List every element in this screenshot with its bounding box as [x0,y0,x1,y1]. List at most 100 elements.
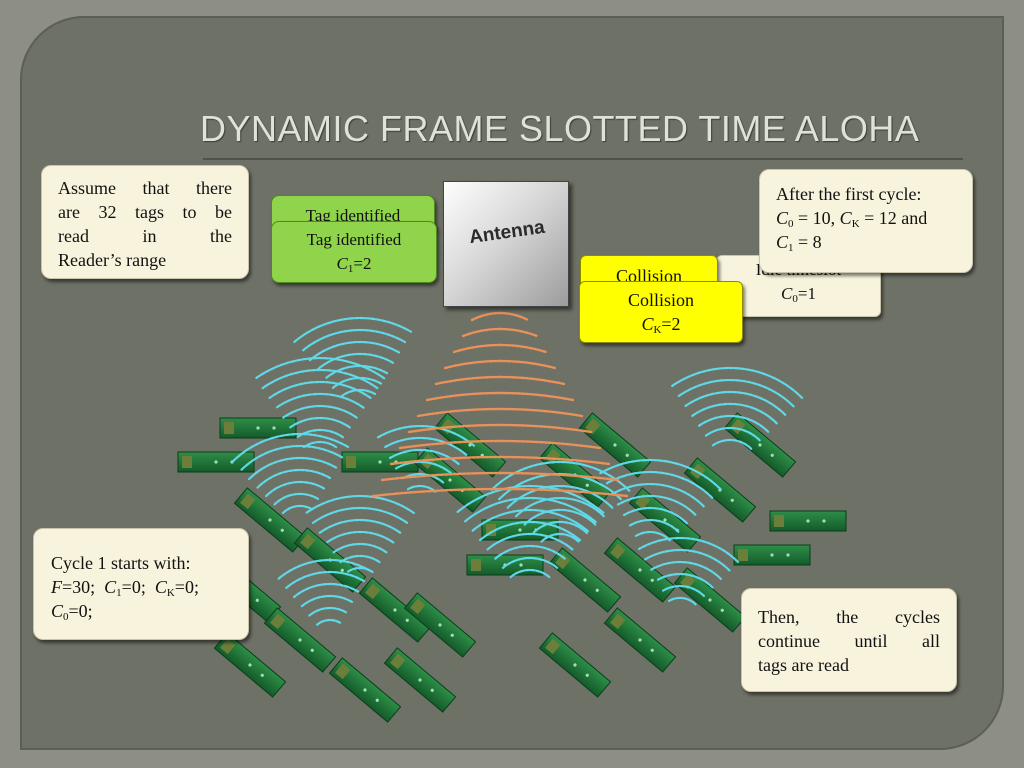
signal-wave-arc [273,492,320,506]
signal-wave-arc [598,458,722,491]
assume-line-3: read in the [58,226,232,246]
signal-wave-arc [501,556,559,569]
rfid-tag [403,592,477,658]
signal-wave-arc [697,414,770,433]
cycle1-heading: Cycle 1 starts with: [51,553,191,573]
signal-wave-arc [655,572,714,589]
signal-wave-arc [628,518,680,533]
signal-wave-arc [711,438,753,450]
tag-identified-back-label: Tag identified [305,206,401,225]
signal-wave-arc [704,426,761,442]
idle-timeslot-count: C0=1 [781,284,816,305]
signal-wave-arc [649,560,723,581]
collision-label: Collision [627,290,694,310]
signal-wave-arc [677,378,795,408]
signal-wave-arc [308,340,401,362]
signal-wave-arc [540,532,580,543]
rfid-tag [673,567,747,633]
signal-wave-arc [281,504,314,515]
rfid-tag [383,647,457,713]
signal-wave-arc [486,532,574,551]
antenna-wave-arc [470,311,530,322]
signal-wave-arc [376,424,476,447]
signal-wave-arc [515,497,605,518]
antenna-wave-arc [461,327,539,338]
tag-identified-label: Tag identified [306,230,402,249]
antenna-wave-arc [443,359,557,370]
title-divider [203,158,963,160]
signal-wave-arc [268,380,372,399]
tag-identified-box: Tag identified C1=2 [271,221,437,283]
after-first-cycle-c0-ck: C0 = 10, CK = 12 and [776,208,928,230]
cycle1-f-c1-ck: F=30; C1=0; CK=0; [51,577,199,599]
signal-wave-arc [285,570,366,589]
rfid-tag [548,547,622,613]
signal-wave-arc [275,392,365,409]
signal-wave-arc [394,460,452,475]
signal-wave-arc [532,520,588,535]
rfid-tag [358,577,432,643]
signal-wave-arc [289,416,351,429]
signal-wave-arc [637,536,740,564]
signal-wave-arc [478,520,582,542]
signal-wave-arc [308,606,348,617]
signal-wave-arc [293,316,413,343]
signal-wave-arc [277,558,372,580]
rfid-tag [723,412,797,478]
rfid-tag [603,537,677,603]
antenna-wave-arc [434,375,566,386]
signal-wave-arc [604,470,714,499]
then-line-1: Then, the cycles [758,607,940,627]
after-first-cycle-heading: After the first cycle: [776,184,922,204]
signal-wave-arc [691,402,778,425]
signal-wave-arc [616,494,697,516]
signal-wave-arc [324,364,389,380]
antenna-label: Antenna [467,216,547,249]
signal-wave-arc [643,548,731,572]
cycle1-c0: C0=0; [51,601,93,623]
signal-wave-arc [254,356,386,380]
signal-wave-arc [661,584,706,598]
signal-wave-arc [316,618,342,626]
signal-wave-arc [301,328,407,353]
antenna-wave-arc [416,407,584,418]
rfid-tag [603,607,677,673]
signal-wave-arc [670,366,804,399]
then-note: Then, the cycles continue until all tags… [741,588,957,692]
antenna-image: Antenna [443,181,569,307]
then-line-3: tags are read [758,655,849,675]
collision-count: CK=2 [641,314,681,336]
collision-box: Collision CK=2 [579,281,743,343]
antenna-wave-arc [371,487,629,498]
rfid-tag [213,632,287,698]
signal-wave-arc [231,432,350,464]
after-first-cycle-note: After the first cycle: C0 = 10, CK = 12 … [759,169,973,273]
assume-line-4: Reader’s range [58,250,167,270]
signal-wave-arc [382,436,468,456]
signal-wave-arc [471,508,589,533]
antenna-wave-arc [407,423,593,434]
signal-wave-arc [305,494,415,515]
antenna-wave-arc [389,455,611,466]
signal-wave-arc [248,456,338,481]
rfid-tag [769,510,847,532]
signal-wave-arc [506,485,614,509]
signal-wave-arc [256,468,332,489]
signal-wave-arc [239,444,344,472]
signal-wave-arc [318,518,402,534]
signal-wave-arc [667,596,697,606]
after-first-cycle-c1: C1 = 8 [776,232,822,254]
signal-wave-arc [610,482,705,508]
antenna-wave-arc [452,343,548,354]
signal-wave-arc [311,506,409,524]
rfid-tag [177,451,255,473]
signal-wave-arc [523,508,597,526]
signal-wave-arc [455,484,605,514]
assume-line-1: Assume that there [58,178,232,198]
slide-title: DYNAMIC FRAME SLOTTED TIME ALOHA [200,108,920,149]
rfid-tag [538,632,612,698]
rfid-tag [263,607,337,673]
signal-wave-arc [300,594,354,608]
signal-wave-arc [684,390,787,416]
signal-wave-arc [509,568,551,579]
